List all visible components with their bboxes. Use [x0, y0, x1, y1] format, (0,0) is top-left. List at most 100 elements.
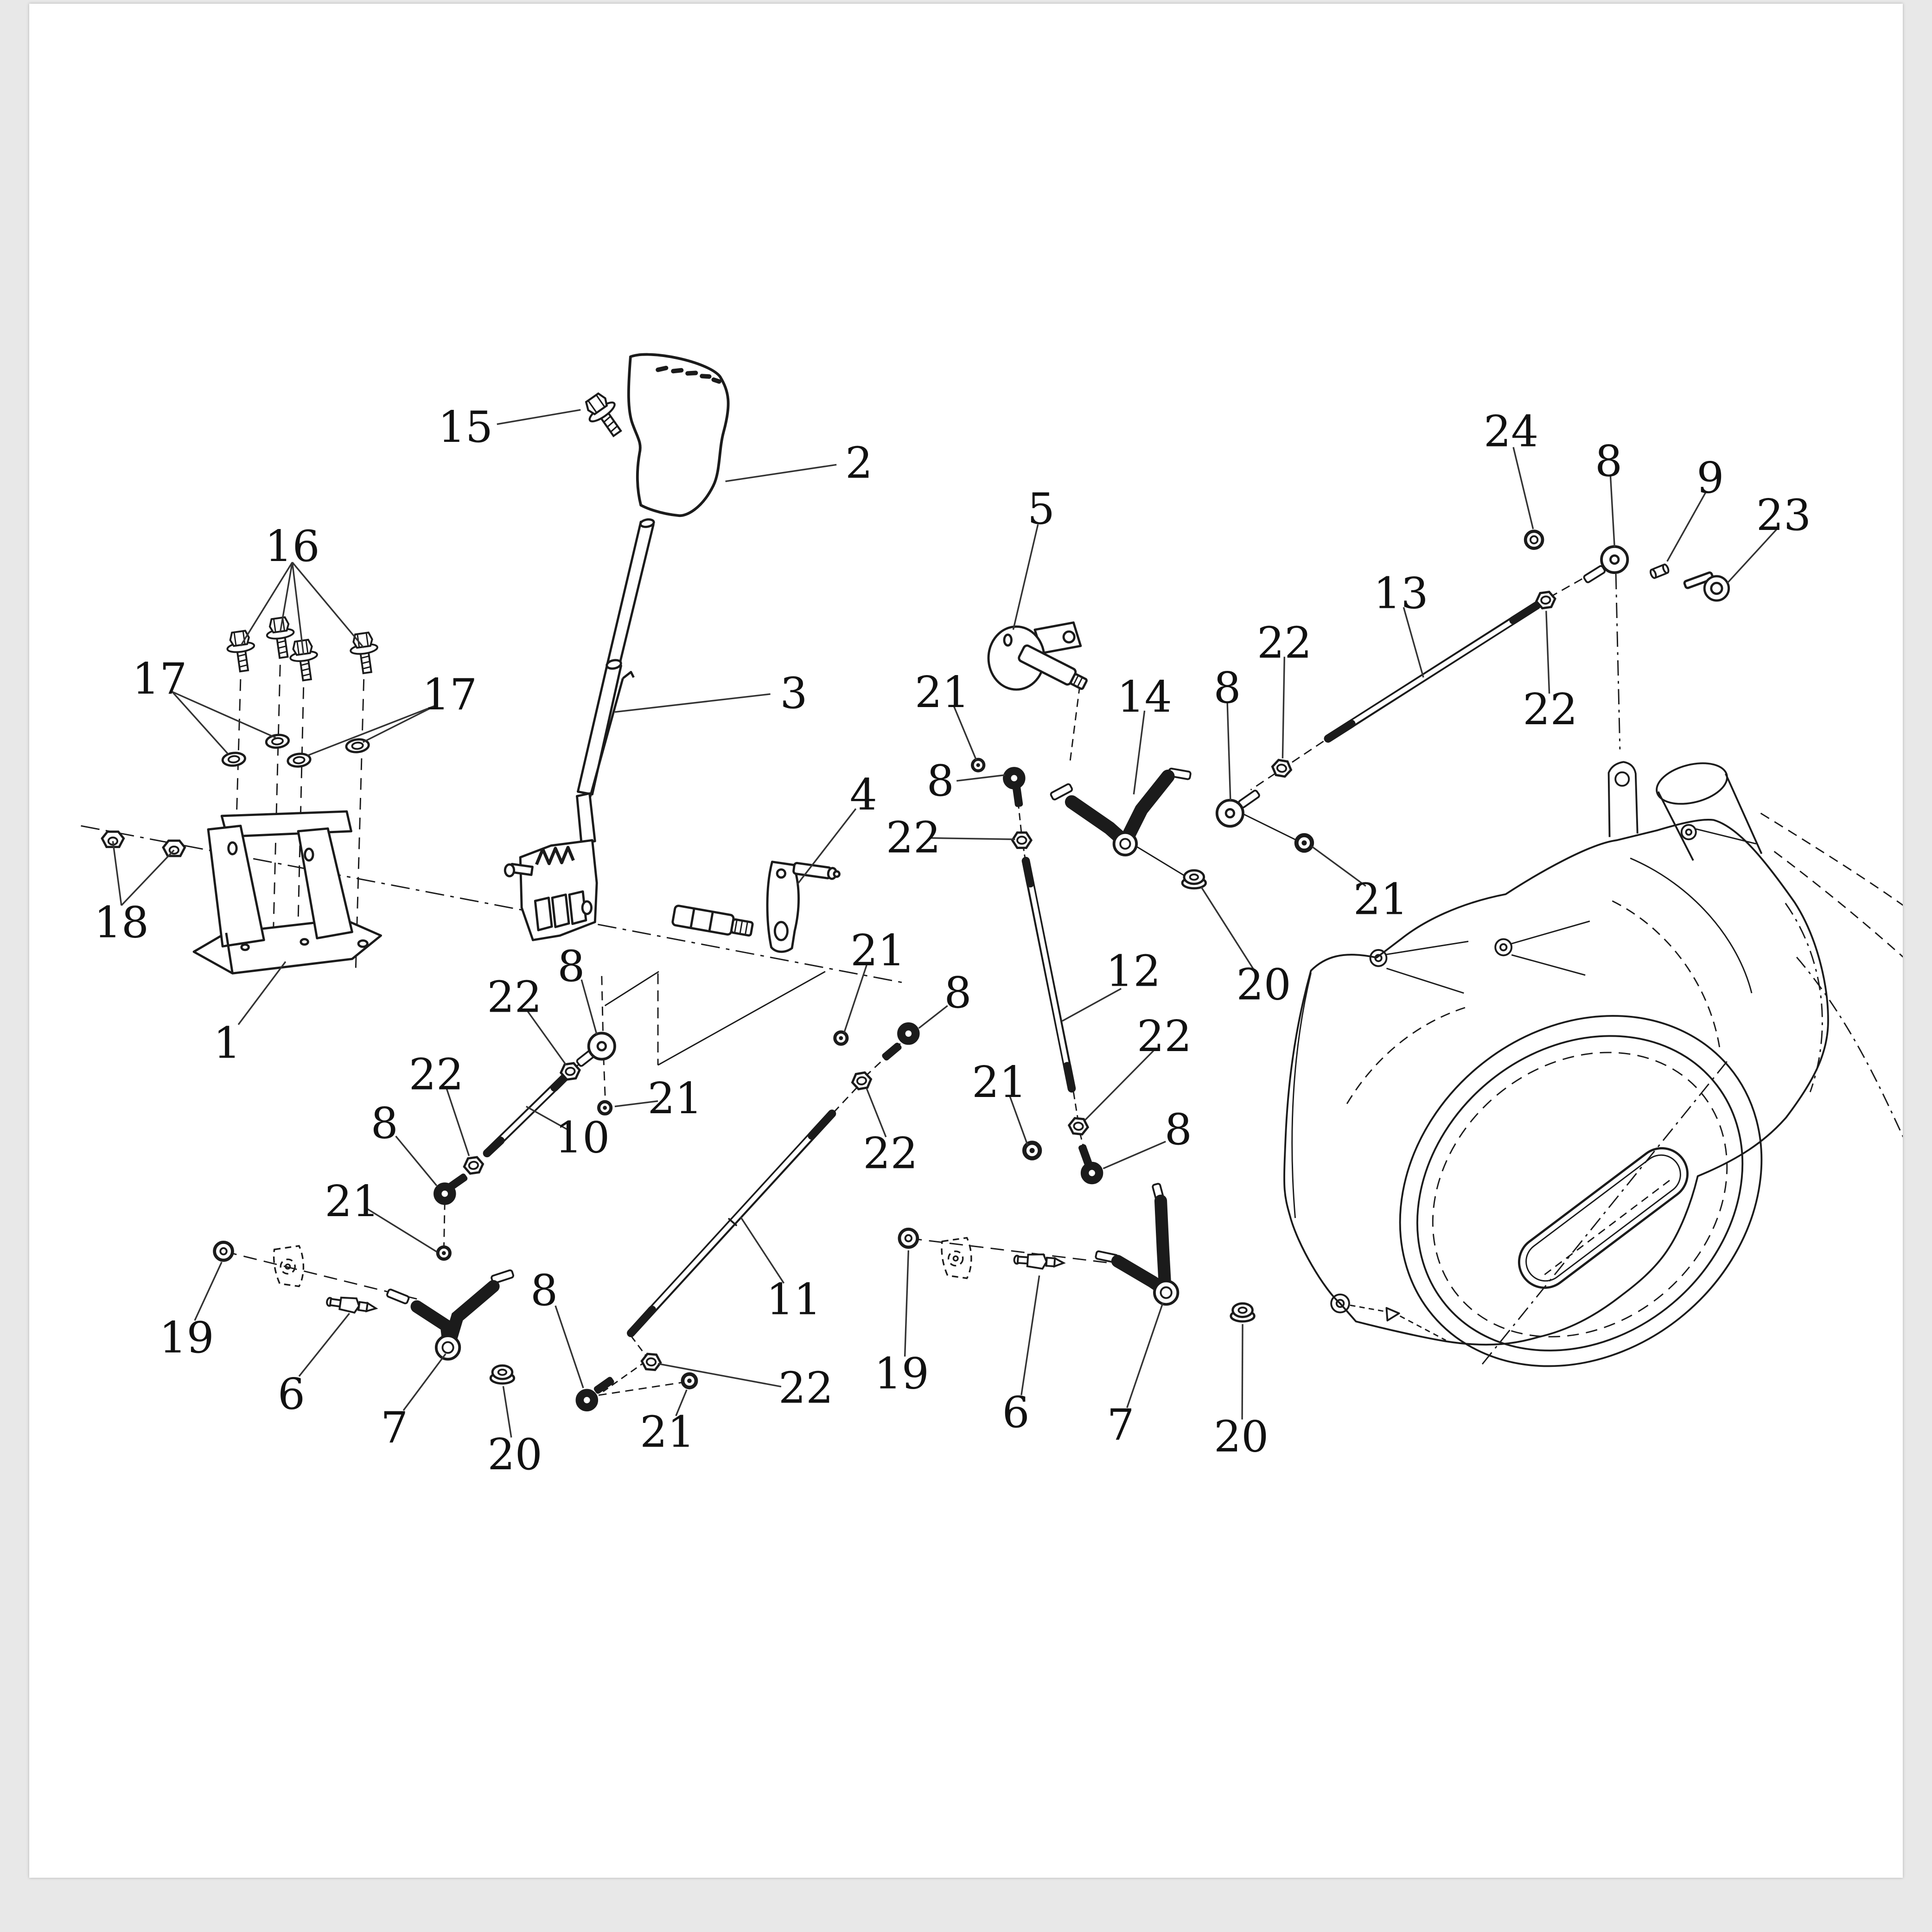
callout-24: 24	[1483, 406, 1538, 456]
callout-21: 21	[1353, 874, 1408, 924]
leader-line-6	[298, 1313, 350, 1377]
leader-line-17	[172, 691, 276, 739]
leader-line-2	[725, 464, 836, 482]
link-rod-12	[1021, 857, 1076, 1093]
link-rod-13	[1324, 601, 1541, 743]
leader-line-20	[1241, 1324, 1243, 1420]
rod-end-8	[880, 1022, 920, 1062]
callout-8: 8	[1164, 1104, 1192, 1154]
callout-19: 19	[159, 1313, 214, 1363]
callout-8: 8	[1213, 663, 1241, 713]
callout-21: 21	[647, 1073, 702, 1123]
callout-21: 21	[640, 1407, 695, 1457]
leader-line-8	[956, 774, 1005, 782]
leader-line-22	[1545, 611, 1550, 694]
spacer-9	[1649, 563, 1669, 579]
leader-line-8	[1226, 701, 1231, 801]
callout-19: 19	[874, 1349, 929, 1399]
leader-line-16	[291, 562, 304, 655]
leader-line-8	[395, 1135, 437, 1186]
callout-16: 16	[265, 521, 319, 571]
callout-6: 6	[277, 1369, 305, 1419]
leader-line-4	[796, 808, 856, 885]
leader-line-22	[866, 1088, 886, 1138]
callout-21: 21	[325, 1176, 379, 1226]
link-rod-11	[626, 1109, 836, 1338]
callout-14: 14	[1117, 672, 1172, 722]
callout-4: 4	[849, 770, 877, 820]
callout-2: 2	[845, 438, 873, 488]
callout-22: 22	[1137, 1011, 1192, 1061]
leader-line-22	[929, 837, 1015, 840]
callout-8: 8	[530, 1265, 558, 1315]
leader-line-13	[1403, 607, 1424, 678]
ghost-clamp-left	[273, 1245, 304, 1288]
leader-line-8	[580, 979, 598, 1035]
leader-line-22	[657, 1363, 781, 1388]
leader-line-21	[1311, 846, 1366, 887]
leader-lines	[112, 409, 1779, 1438]
leader-line-12	[1061, 988, 1122, 1022]
leader-line-15	[497, 409, 581, 425]
callout-20: 20	[1236, 960, 1291, 1010]
leader-line-17	[171, 691, 229, 755]
leader-line-22	[526, 1010, 567, 1066]
leader-line-21	[1008, 1095, 1028, 1146]
engine-cover	[1283, 761, 1903, 1367]
callout-21: 21	[850, 925, 905, 976]
leader-line-6	[1020, 1275, 1040, 1396]
rod-end-8	[433, 1173, 468, 1205]
leader-line-16	[239, 561, 293, 647]
leader-line-21	[675, 1389, 688, 1416]
callout-8: 8	[370, 1098, 398, 1148]
leader-line-20	[502, 1386, 512, 1438]
callout-22: 22	[1523, 684, 1577, 734]
bolt-15	[580, 389, 629, 442]
callout-6: 6	[1002, 1387, 1029, 1437]
bell-crank-7-left	[385, 1269, 515, 1361]
pivot-plate-5	[987, 621, 1088, 691]
washers-17	[222, 734, 369, 768]
callout-22: 22	[778, 1363, 833, 1413]
callout-22: 22	[408, 1050, 463, 1100]
callout-22: 22	[863, 1128, 918, 1178]
leader-line-16	[279, 562, 293, 633]
shift-lever	[504, 518, 655, 941]
callout-20: 20	[487, 1429, 542, 1479]
callout-17: 17	[132, 654, 187, 704]
leader-line-1	[237, 961, 286, 1025]
leader-line-11	[740, 1217, 784, 1284]
mount-bracket-1	[192, 810, 382, 975]
callout-23: 23	[1756, 490, 1811, 540]
rod-end-8	[1582, 547, 1627, 584]
callout-17: 17	[422, 670, 477, 720]
leader-line-14	[1133, 710, 1145, 795]
leader-line-8	[918, 1005, 948, 1029]
leader-line-3	[614, 693, 771, 713]
leader-line-7	[402, 1353, 446, 1411]
callout-21: 21	[972, 1057, 1027, 1107]
shift-arm-4	[671, 861, 841, 953]
leader-line-19	[904, 1250, 909, 1357]
washer-19-right	[899, 1229, 917, 1247]
callout-18: 18	[94, 898, 148, 948]
leader-line-18	[121, 849, 175, 906]
leader-line-17	[306, 704, 436, 757]
callout-20: 20	[1213, 1411, 1268, 1461]
leader-line-8	[1609, 476, 1615, 547]
relay-lever-14	[1049, 767, 1192, 857]
callout-8: 8	[1595, 436, 1622, 486]
callout-1: 1	[213, 1018, 241, 1068]
callout-15: 15	[438, 402, 492, 452]
washer-19-left	[214, 1242, 232, 1260]
leader-line-5	[1012, 524, 1039, 630]
callout-7: 7	[381, 1403, 408, 1453]
leader-line-23	[1726, 527, 1779, 584]
leader-line-9	[1666, 491, 1707, 562]
callout-22: 22	[886, 812, 940, 862]
leader-line-22	[1282, 657, 1285, 759]
leader-line-20	[1200, 886, 1255, 970]
link-rods	[483, 601, 1541, 1338]
